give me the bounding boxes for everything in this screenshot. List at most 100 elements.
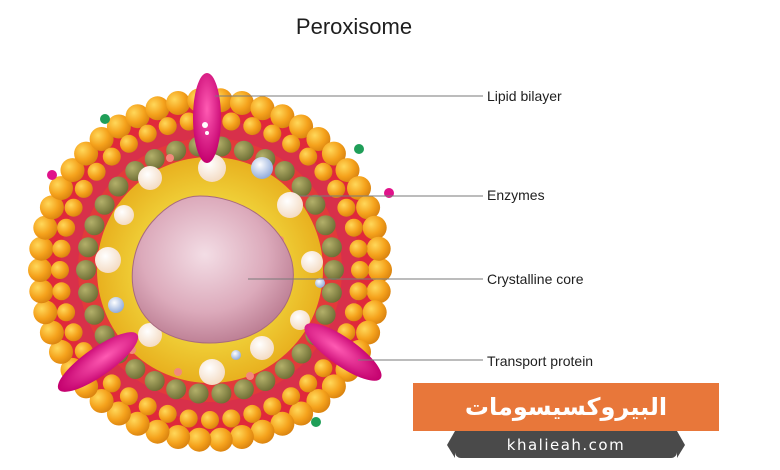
enzyme-vesicle — [138, 166, 162, 190]
lipid-head-inner — [125, 359, 146, 379]
lipid-head-outer — [51, 261, 69, 279]
lipid-head-outer — [187, 427, 212, 452]
label-transport-protein: Transport protein — [487, 353, 594, 369]
lipid-head-outer — [263, 124, 282, 143]
arabic-title: البيروكسيسومات — [464, 393, 668, 421]
lipid-head-inner — [108, 176, 129, 197]
lipid-head-outer — [222, 112, 241, 131]
enzyme-vesicle — [114, 205, 134, 225]
lipid-head-outer — [52, 239, 71, 258]
lipid-head-outer — [229, 91, 254, 115]
site-name-bar: khalieah.com — [447, 431, 685, 458]
lipid-head-outer — [89, 127, 114, 151]
label-lipid-bilayer: Lipid bilayer — [487, 88, 562, 104]
lipid-head-inner — [233, 140, 254, 161]
protein-pore — [202, 122, 208, 128]
lipid-head-outer — [29, 236, 54, 261]
enzyme-vesicle — [250, 336, 274, 360]
lipid-head-outer — [351, 261, 369, 279]
lipid-head-outer — [250, 96, 275, 121]
lipid-head-inner — [305, 194, 326, 215]
site-url: khalieah.com — [506, 435, 626, 454]
protein-pore — [205, 131, 209, 135]
label-crystalline-core: Crystalline core — [487, 271, 584, 287]
lipid-head-outer — [368, 258, 392, 282]
enzyme-vesicle — [251, 157, 273, 179]
enzyme-vesicle — [301, 251, 323, 273]
lipid-head-outer — [166, 91, 191, 115]
lipid-head-inner — [76, 260, 96, 280]
arabic-title-banner: البيروكسيسومات — [413, 383, 719, 431]
lipid-head-outer — [349, 282, 368, 301]
lipid-head-outer — [282, 134, 301, 153]
lipid-head-outer — [119, 387, 138, 406]
lipid-head-outer — [138, 397, 157, 416]
lipid-head-inner — [315, 215, 336, 236]
lipid-head-outer — [138, 124, 157, 143]
label-enzymes: Enzymes — [487, 187, 545, 203]
lipid-head-inner — [321, 282, 342, 303]
lipid-head-outer — [60, 158, 85, 183]
lipid-head-inner — [78, 282, 99, 303]
lipid-head-outer — [356, 195, 381, 220]
lipid-head-outer — [28, 258, 52, 282]
transport-protein-left — [57, 332, 139, 392]
lipid-head-outer — [201, 411, 219, 429]
lipid-head-inner — [166, 379, 187, 400]
lipid-head-outer — [335, 158, 360, 183]
lipid-head-outer — [250, 419, 275, 444]
lipid-head-outer — [321, 374, 346, 399]
lipid-head-outer — [229, 425, 254, 449]
lipid-head-outer — [344, 303, 363, 322]
lipid-head-inner — [188, 383, 209, 404]
lipid-head-inner — [291, 343, 312, 364]
enzyme-vesicle — [246, 372, 254, 380]
lipid-head-outer — [145, 419, 170, 444]
lipid-head-outer — [29, 279, 54, 304]
lipid-head-outer — [366, 279, 391, 304]
enzyme-vesicle — [108, 297, 124, 313]
lipid-head-outer — [299, 147, 318, 166]
lipid-head-outer — [327, 179, 346, 198]
green-particle — [311, 417, 321, 427]
lipid-head-outer — [87, 162, 106, 181]
lipid-head-inner — [84, 215, 105, 236]
lipid-head-outer — [33, 215, 58, 240]
lipid-head-outer — [344, 218, 363, 237]
green-particle — [354, 144, 364, 154]
lipid-head-outer — [243, 404, 262, 423]
enzyme-vesicle — [199, 359, 225, 385]
lipid-head-outer — [222, 409, 241, 428]
enzyme-vesicle — [95, 247, 121, 273]
lipid-head-outer — [166, 425, 191, 449]
lipid-head-inner — [78, 237, 99, 258]
lipid-head-outer — [125, 411, 150, 436]
lipid-head-inner — [324, 260, 344, 280]
lipid-head-outer — [243, 117, 262, 136]
lipid-head-inner — [274, 359, 295, 379]
lipid-head-outer — [337, 198, 356, 217]
lipid-head-inner — [315, 304, 336, 325]
lipid-head-outer — [299, 374, 318, 393]
enzyme-vesicle — [138, 323, 162, 347]
lipid-head-outer — [306, 389, 331, 413]
lipid-head-outer — [158, 117, 177, 136]
lipid-head-inner — [144, 149, 165, 169]
lipid-head-inner — [274, 161, 295, 181]
lipid-head-outer — [282, 387, 301, 406]
lipid-head-outer — [119, 134, 138, 153]
lipid-head-outer — [362, 215, 387, 240]
lipid-head-outer — [208, 427, 233, 452]
lipid-head-outer — [356, 320, 381, 345]
lipid-head-inner — [211, 383, 232, 404]
lipid-head-inner — [291, 176, 312, 197]
lipid-head-inner — [84, 304, 105, 325]
lipid-head-outer — [289, 114, 314, 139]
enzyme-vesicle — [174, 368, 182, 376]
transport-protein-right — [304, 323, 382, 381]
lipid-head-inner — [144, 371, 165, 391]
lipid-head-outer — [49, 176, 73, 201]
lipid-head-outer — [74, 141, 99, 166]
